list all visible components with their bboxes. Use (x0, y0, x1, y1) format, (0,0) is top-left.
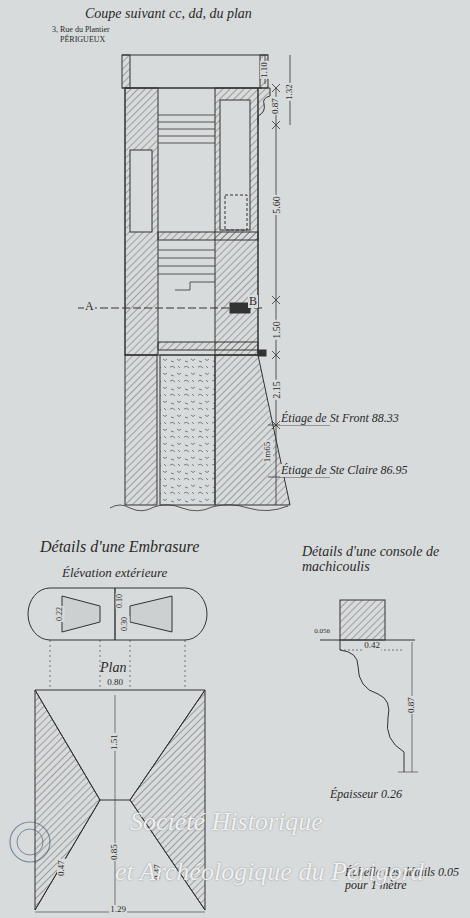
annotation-label: Plan (100, 660, 126, 675)
dimension-label: 3, Rue du Plantier (52, 26, 110, 35)
annotation-label: PÉRIGUEUX (60, 36, 105, 45)
annotation-label: Étiage de Ste Claire 86.95 (280, 464, 409, 477)
dimension-label: 0.80 (106, 678, 124, 688)
dimension-label: 1.51 (110, 733, 120, 751)
annotation-label: Détails d'une console de machicoulis (302, 544, 452, 575)
dimension-label: 1.50 (271, 320, 282, 340)
watermark: et Archéologique du Périgord (115, 858, 424, 887)
dimension-label: 0.42 (363, 641, 381, 651)
dimension-label: 0.10 (116, 593, 125, 609)
dimension-label: 0.30 (121, 616, 130, 632)
dimension-label: 1.10 (260, 61, 270, 79)
dimension-label: 1m65 (263, 441, 273, 464)
dimension-label: 0.056 (313, 628, 331, 636)
dimension-label: 5.60 (271, 195, 282, 215)
dimension-label: 0.87 (407, 696, 417, 714)
annotation-label: Épaisseur 0.26 (330, 788, 402, 801)
dimension-label: 0.87 (271, 97, 281, 115)
dimension-label: 1.32 (285, 83, 295, 101)
dimension-label: 0.22 (56, 606, 65, 622)
dimension-label: 2.15 (271, 380, 282, 400)
annotation-label: A (84, 300, 95, 313)
annotation-label: Détails d'une Embrasure (40, 538, 199, 556)
annotation-label: Étiage de St Front 88.33 (280, 412, 400, 425)
annotation-label: Élévation extérieure (62, 566, 167, 580)
dimension-label: 0.47 (57, 859, 67, 877)
annotation-label: B (248, 295, 258, 308)
dimension-label: 1.29 (109, 905, 127, 915)
watermark: Société Historique (130, 808, 323, 837)
drawing-title: Coupe suivant cc, dd, du plan (85, 6, 252, 21)
